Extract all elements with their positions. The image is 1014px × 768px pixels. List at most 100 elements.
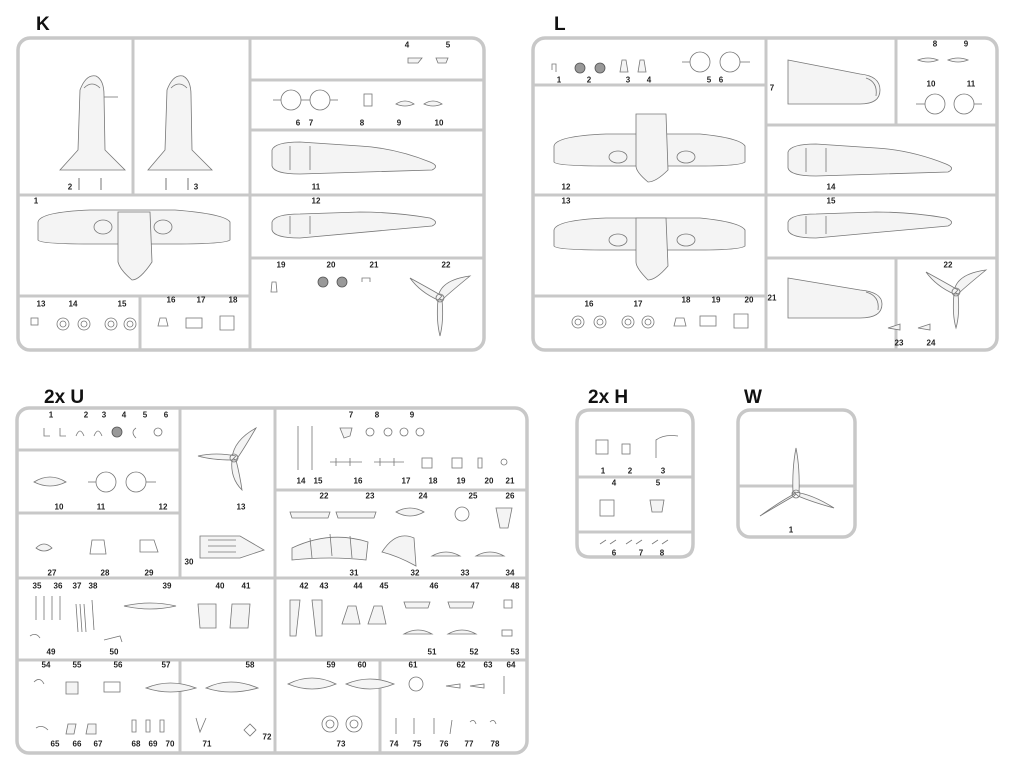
part-label: 17	[401, 476, 411, 486]
part-label: 24	[418, 491, 428, 501]
part-label: 50	[109, 647, 119, 657]
part-label: 45	[379, 581, 389, 591]
sprue-l-parts	[551, 51, 988, 331]
part-label: 10	[434, 118, 444, 128]
part-label: 20	[744, 295, 754, 305]
part-label: 52	[469, 647, 479, 657]
part-label: 66	[72, 739, 82, 749]
part-label: 13	[236, 502, 246, 512]
part-label: 55	[72, 660, 82, 670]
part-label: 47	[470, 581, 480, 591]
part-label: 14	[826, 182, 836, 192]
part-label: 1	[33, 196, 39, 206]
sprue-k-title: K	[36, 14, 50, 35]
part-label: 63	[483, 660, 493, 670]
part-label: 13	[36, 299, 46, 309]
part-label: 23	[365, 491, 375, 501]
part-label: 7	[769, 83, 775, 93]
part-label: 16	[353, 476, 363, 486]
part-label: 72	[262, 732, 272, 742]
part-label: 67	[93, 739, 103, 749]
sprue-h-frame	[575, 408, 695, 559]
part-label: 11	[96, 502, 106, 512]
sprue-h-parts	[595, 435, 679, 545]
part-label: 76	[439, 739, 449, 749]
part-label: 3	[625, 75, 631, 85]
sprue-k-frame	[16, 36, 486, 352]
part-label: 34	[505, 568, 515, 578]
sprue-u-parts	[29, 426, 513, 737]
part-label: 6	[163, 410, 169, 420]
part-label: 5	[655, 478, 661, 488]
part-label: 33	[460, 568, 470, 578]
part-label: 4	[611, 478, 617, 488]
part-label: 74	[389, 739, 399, 749]
part-label: 20	[484, 476, 494, 486]
part-label: 57	[161, 660, 171, 670]
part-label: 70	[165, 739, 175, 749]
part-label: 28	[100, 568, 110, 578]
part-label: 3	[101, 410, 107, 420]
part-label: 61	[408, 660, 418, 670]
part-label: 78	[490, 739, 500, 749]
part-label: 69	[148, 739, 158, 749]
part-label: 44	[353, 581, 363, 591]
part-label: 5	[445, 40, 451, 50]
part-label: 13	[561, 196, 571, 206]
part-label: 39	[162, 581, 172, 591]
part-label: 16	[166, 295, 176, 305]
sprue-w-parts	[759, 447, 835, 517]
part-label: 4	[646, 75, 652, 85]
part-label: 2	[83, 410, 89, 420]
part-label: 36	[53, 581, 63, 591]
part-label: 1	[556, 75, 562, 85]
part-label: 35	[32, 581, 42, 591]
part-label: 6	[611, 548, 617, 558]
part-label: 18	[428, 476, 438, 486]
part-label: 10	[926, 79, 936, 89]
part-label: 9	[409, 410, 415, 420]
part-label: 32	[410, 568, 420, 578]
sprue-u-title: 2x U	[44, 387, 85, 408]
part-label: 31	[349, 568, 359, 578]
part-label: 73	[336, 739, 346, 749]
sprue-l-frame	[531, 36, 999, 352]
sprue-l-title: L	[554, 14, 566, 35]
sprue-h-title: 2x H	[588, 387, 629, 408]
part-label: 12	[311, 196, 321, 206]
part-label: 42	[299, 581, 309, 591]
part-label: 7	[308, 118, 314, 128]
part-label: 3	[660, 466, 666, 476]
part-label: 15	[313, 476, 323, 486]
part-label: 15	[117, 299, 127, 309]
part-label: 54	[41, 660, 51, 670]
part-label: 68	[131, 739, 141, 749]
part-label: 5	[142, 410, 148, 420]
part-label: 2	[67, 182, 73, 192]
part-label: 21	[767, 293, 777, 303]
part-label: 53	[510, 647, 520, 657]
part-label: 51	[427, 647, 437, 657]
part-label: 2	[627, 466, 633, 476]
part-label: 8	[932, 39, 938, 49]
part-label: 62	[456, 660, 466, 670]
part-label: 14	[68, 299, 78, 309]
part-label: 65	[50, 739, 60, 749]
part-label: 59	[326, 660, 336, 670]
part-label: 19	[456, 476, 466, 486]
part-label: 2	[586, 75, 592, 85]
part-label: 75	[412, 739, 422, 749]
part-label: 4	[121, 410, 127, 420]
part-label: 25	[468, 491, 478, 501]
sprue-u-frame	[15, 406, 529, 755]
part-label: 11	[311, 182, 321, 192]
part-label: 43	[319, 581, 329, 591]
part-label: 8	[659, 548, 665, 558]
part-label: 15	[826, 196, 836, 206]
part-label: 8	[359, 118, 365, 128]
part-label: 49	[46, 647, 56, 657]
part-label: 21	[369, 260, 379, 270]
part-label: 12	[158, 502, 168, 512]
part-label: 3	[193, 182, 199, 192]
part-label: 9	[963, 39, 969, 49]
